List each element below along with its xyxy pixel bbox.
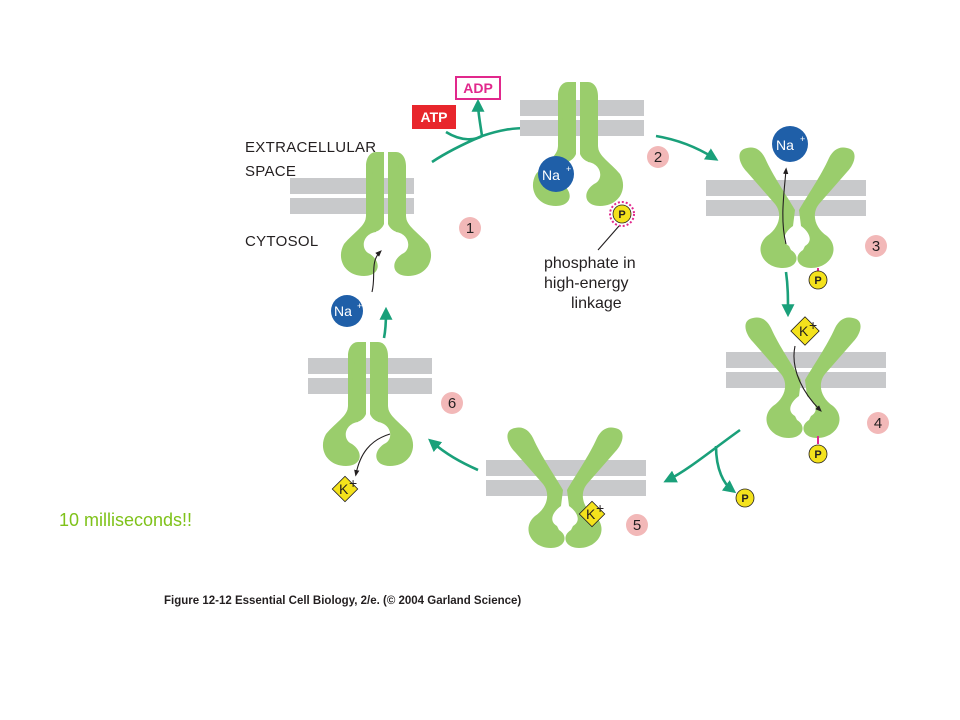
- potassium-label: K: [339, 481, 349, 497]
- cycle-arrow-6-1: [379, 306, 393, 339]
- svg-text:+: +: [357, 301, 362, 311]
- svg-text:+: +: [349, 475, 357, 491]
- potassium-exit-arrow: [354, 433, 391, 477]
- pump-state-3: 3: [706, 147, 887, 268]
- phosphate-label: P: [741, 493, 748, 505]
- step-number-4: 4: [874, 415, 882, 432]
- pump-state-6: 6: [308, 342, 463, 466]
- extracellular-label: EXTRACELLULAR: [245, 139, 376, 156]
- sodium-label: Na: [776, 137, 794, 153]
- potassium-entry-arrow: [793, 345, 822, 412]
- sodium-exit-arrow: [782, 167, 789, 245]
- phosphate-release-arrow: [714, 445, 737, 494]
- pump-state-5: 5: [486, 427, 648, 548]
- pump-state-4: 4: [726, 317, 889, 438]
- svg-text:+: +: [800, 134, 805, 144]
- phosphate: P: [808, 270, 828, 290]
- step-number-2: 2: [654, 149, 662, 166]
- atp-label: ATP: [421, 109, 448, 125]
- atp-box: ATP: [412, 105, 456, 129]
- adp-box: ADP: [455, 76, 501, 100]
- atp-input-arrow: [445, 130, 483, 141]
- timing-note: 10 milliseconds!!: [59, 510, 193, 530]
- step-badge-2: [647, 146, 669, 168]
- cytosol-label: CYTOSOL: [245, 233, 319, 250]
- step-number-1: 1: [466, 220, 474, 237]
- sodium-ion: Na +: [538, 156, 574, 192]
- adp-label: ADP: [463, 80, 493, 96]
- cycle-arrow-5-6: [428, 438, 479, 472]
- pump-state-1: 1: [290, 152, 481, 276]
- phosphate-released: P: [735, 488, 755, 508]
- potassium-label: K: [799, 323, 809, 339]
- step-badge-1: [459, 217, 481, 239]
- cycle-arrow-4-5: [663, 428, 741, 483]
- phosphate-label: P: [814, 449, 821, 461]
- cycle-arrow-3-4: [781, 271, 795, 318]
- phosphate-high-energy: P: [609, 201, 635, 227]
- phosphate-label: P: [814, 275, 821, 287]
- extracellular-label-line2: SPACE: [245, 163, 296, 180]
- svg-text:+: +: [809, 317, 817, 333]
- potassium-ion: K +: [578, 500, 606, 528]
- phosphate: P: [808, 444, 828, 464]
- step-number-5: 5: [633, 517, 641, 534]
- phosphate-note-line3: linkage: [571, 295, 622, 312]
- phosphate-label: P: [618, 209, 625, 221]
- phosphate-note-line1: phosphate in: [544, 255, 636, 272]
- step-number-6: 6: [448, 395, 456, 412]
- sodium-ion: Na +: [331, 295, 363, 327]
- svg-text:+: +: [566, 164, 571, 174]
- svg-text:+: +: [596, 500, 604, 516]
- figure-caption: Figure 12-12 Essential Cell Biology, 2/e…: [164, 595, 522, 607]
- potassium-label: K: [586, 506, 596, 522]
- cycle-arrow-2-3: [655, 134, 719, 161]
- sodium-label: Na: [334, 303, 352, 319]
- step-badge-5: [626, 514, 648, 536]
- step-badge-6: [441, 392, 463, 414]
- potassium-ion: K +: [790, 316, 820, 346]
- step-number-3: 3: [872, 238, 880, 255]
- potassium-ion: K +: [331, 475, 359, 503]
- sodium-entry-arrow: [371, 250, 382, 293]
- pump-state-2: 2: [520, 82, 669, 206]
- step-badge-4: [867, 412, 889, 434]
- phosphate-callout-line: [597, 225, 620, 251]
- step-badge-3: [865, 235, 887, 257]
- adp-output-arrow: [471, 98, 485, 137]
- sodium-ion: Na +: [772, 126, 808, 162]
- phosphate-note-line2: high-energy: [544, 275, 629, 292]
- sodium-label: Na: [542, 167, 560, 183]
